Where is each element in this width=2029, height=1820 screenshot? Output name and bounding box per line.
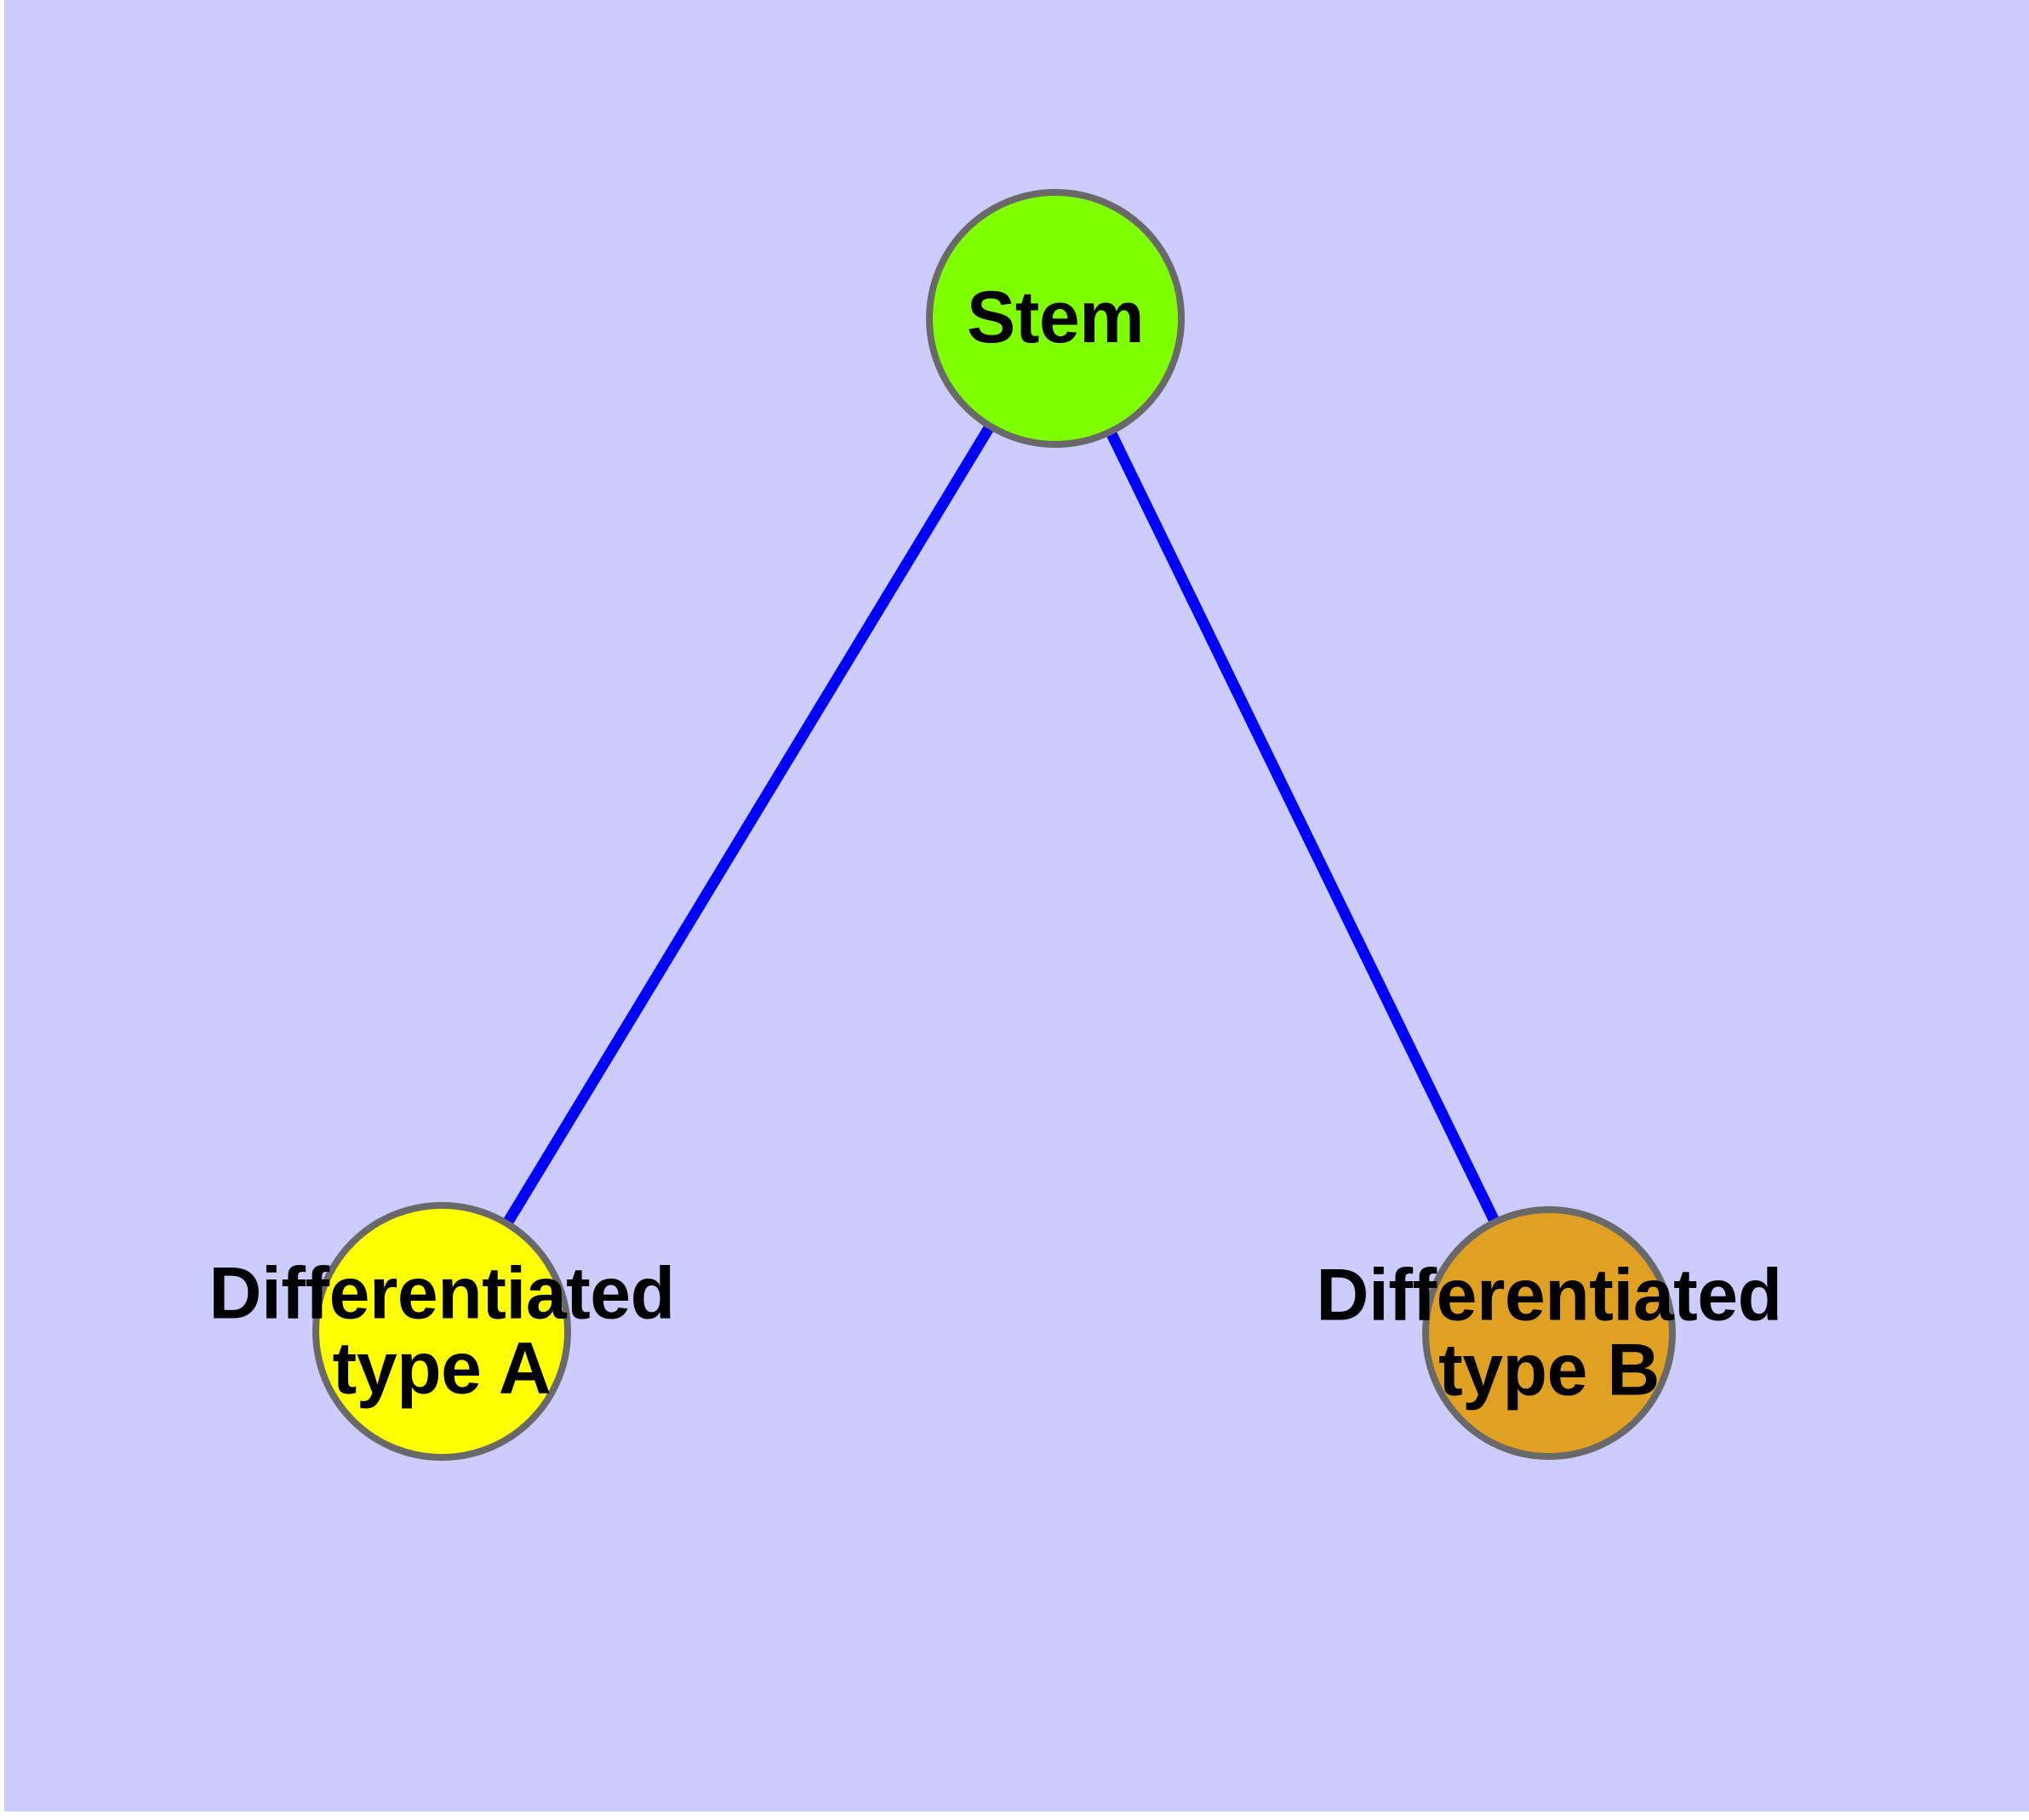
edge-stem-diff-b[interactable] bbox=[1050, 316, 1554, 1336]
node-differentiated-type-a[interactable] bbox=[312, 1202, 571, 1461]
edge-stem-diff-a[interactable] bbox=[437, 315, 1060, 1335]
nodes-layer bbox=[312, 189, 1676, 1461]
edges-layer bbox=[437, 315, 1554, 1336]
node-differentiated-type-b[interactable] bbox=[1422, 1206, 1676, 1460]
node-stem[interactable] bbox=[926, 189, 1185, 448]
